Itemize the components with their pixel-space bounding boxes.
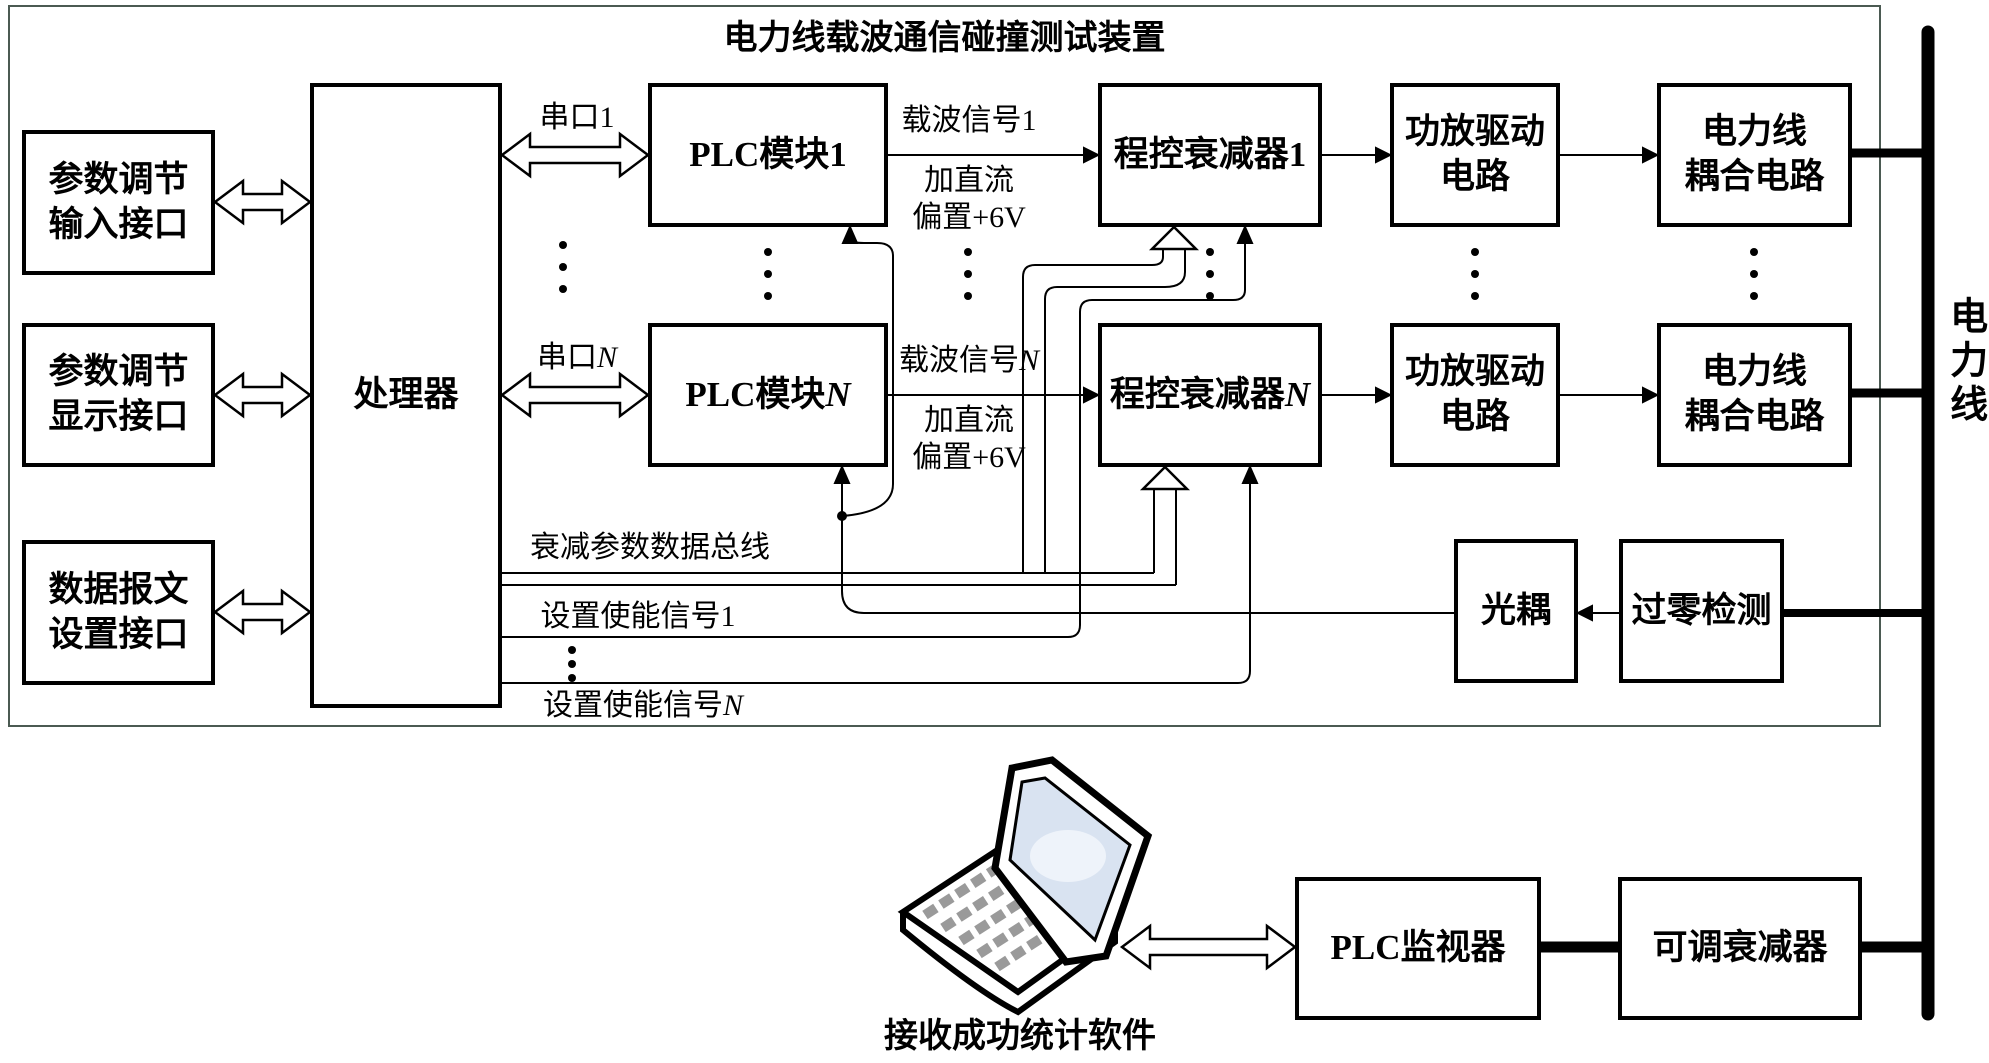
label-serial-n: 串口N bbox=[536, 341, 617, 374]
bus-arrowhead-rowN bbox=[1139, 465, 1191, 491]
box-label-line: 数据报文 bbox=[48, 569, 189, 609]
enable-signal-n-line bbox=[502, 464, 1259, 684]
box-label-line: 电力线 bbox=[1701, 112, 1807, 152]
box-label-line: PLC模块1 bbox=[689, 134, 847, 174]
box-coupling-circuit-1: 电力线 耦合电路 bbox=[1657, 83, 1852, 227]
box-label-line: 耦合电路 bbox=[1684, 397, 1825, 436]
carrier-chain-row1 bbox=[888, 146, 1660, 164]
box-label-line: 电力线 bbox=[1701, 352, 1807, 392]
box-prog-attenuator-n: 程控衰减器N bbox=[1098, 323, 1322, 467]
box-adjustable-attenuator: 可调衰减器 bbox=[1618, 877, 1862, 1020]
box-plc-module-1: PLC模块1 bbox=[648, 83, 888, 227]
label-attenuation-bus: 衰减参数数据总线 bbox=[530, 531, 770, 564]
laptop-icon bbox=[897, 756, 1153, 1016]
label-power-line: 电力线 bbox=[1943, 296, 1986, 428]
box-label-line: 处理器 bbox=[353, 375, 459, 415]
box-param-input-interface: 参数调节 输入接口 bbox=[22, 130, 215, 275]
sync-line bbox=[833, 224, 1454, 614]
box-label-line: 可调衰减器 bbox=[1652, 928, 1828, 968]
box-amp-driver-1: 功放驱动 电路 bbox=[1390, 83, 1560, 227]
label-laptop-caption: 接收成功统计软件 bbox=[884, 1018, 1156, 1055]
box-label-line: 光耦 bbox=[1480, 590, 1551, 630]
box-label-line: 程控衰减器N bbox=[1109, 374, 1311, 414]
arrow-message-interface bbox=[212, 588, 313, 636]
arrow-display-interface bbox=[212, 371, 313, 419]
label-enable-n: 设置使能信号N bbox=[542, 689, 743, 722]
label-dc-bias-1: 加直流 偏置+6V bbox=[912, 164, 1026, 234]
box-label-line: 耦合电路 bbox=[1684, 157, 1825, 196]
label-carrier-n: 载波信号N bbox=[898, 344, 1039, 377]
box-label-line: 显示接口 bbox=[48, 397, 189, 436]
enable-signal-1-line bbox=[502, 224, 1254, 638]
box-param-display-interface: 参数调节 显示接口 bbox=[22, 323, 215, 467]
box-label-line: 过零检测 bbox=[1631, 590, 1772, 630]
box-optocoupler: 光耦 bbox=[1454, 539, 1578, 683]
box-coupling-circuit-n: 电力线 耦合电路 bbox=[1657, 323, 1852, 467]
box-label-line: 功放驱动 bbox=[1404, 352, 1545, 392]
box-prog-attenuator-1: 程控衰减器1 bbox=[1098, 83, 1322, 227]
label-serial-1: 串口1 bbox=[539, 101, 615, 134]
box-processor: 处理器 bbox=[310, 83, 502, 708]
device-frame bbox=[8, 5, 1881, 727]
box-label-line: 程控衰减器1 bbox=[1113, 134, 1307, 174]
attenuation-bus bbox=[502, 225, 1200, 586]
box-label-line: 参数调节 bbox=[48, 159, 189, 199]
thick-connectors bbox=[1539, 148, 1924, 953]
zerocross-to-opto-arrow bbox=[1575, 604, 1619, 622]
ellipsis-dots bbox=[559, 241, 1758, 682]
box-zero-crossing: 过零检测 bbox=[1619, 539, 1784, 683]
box-label-line: 输入接口 bbox=[48, 204, 189, 244]
arrow-serial-1 bbox=[499, 131, 651, 179]
box-label-line: 电路 bbox=[1439, 397, 1510, 436]
box-label-line: 功放驱动 bbox=[1404, 112, 1545, 152]
label-dc-bias-n: 加直流 偏置+6V bbox=[912, 404, 1026, 474]
box-label-line: 电路 bbox=[1439, 157, 1510, 196]
carrier-chain-rowN bbox=[888, 386, 1660, 404]
box-label-line: 设置接口 bbox=[48, 614, 189, 654]
diagram-title: 电力线载波通信碰撞测试装置 bbox=[723, 20, 1166, 57]
box-label-line: PLC模块N bbox=[685, 374, 851, 414]
bus-arrowhead-row1 bbox=[1148, 225, 1200, 251]
box-label-line: 参数调节 bbox=[48, 352, 189, 392]
arrow-laptop-monitor bbox=[1119, 923, 1298, 971]
box-plc-monitor: PLC监视器 bbox=[1295, 877, 1541, 1020]
label-enable-1: 设置使能信号1 bbox=[540, 600, 736, 633]
box-label-line: PLC监视器 bbox=[1330, 928, 1506, 968]
arrow-serial-n bbox=[499, 371, 651, 419]
box-amp-driver-n: 功放驱动 电路 bbox=[1390, 323, 1560, 467]
arrow-input-interface bbox=[212, 178, 313, 226]
label-carrier-1: 载波信号1 bbox=[901, 104, 1037, 137]
box-data-message-interface: 数据报文 设置接口 bbox=[22, 540, 215, 685]
box-plc-module-n: PLC模块N bbox=[648, 323, 888, 467]
